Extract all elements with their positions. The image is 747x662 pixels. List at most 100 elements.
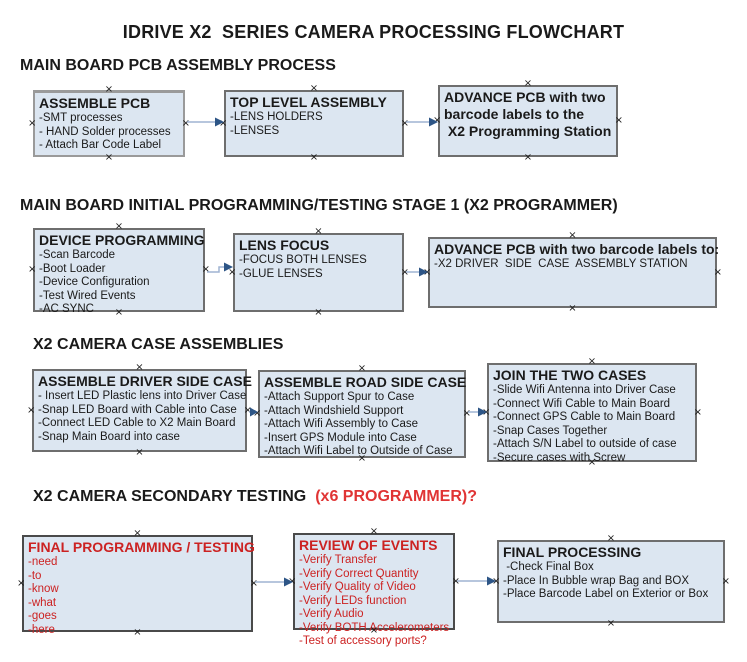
box-item: -Slide Wifi Antenna into Driver Case bbox=[493, 384, 676, 396]
connection-handle-icon bbox=[253, 409, 261, 419]
box-lens-focus[interactable]: LENS FOCUS -FOCUS BOTH LENSES -GLUE LENS… bbox=[233, 233, 404, 312]
box-title: ADVANCE PCB with two barcode labels to: bbox=[434, 241, 720, 257]
box-item: -Verify Correct Quantity bbox=[299, 567, 419, 580]
connection-handle-icon bbox=[607, 534, 615, 544]
box-final-programming-testing[interactable]: FINAL PROGRAMMING / TESTING -need -to -k… bbox=[22, 535, 255, 636]
connection-handle-icon bbox=[135, 363, 143, 373]
box-item: -to bbox=[28, 569, 42, 582]
box-item: -Place In Bubble wrap Bag and BOX bbox=[503, 574, 690, 587]
connection-handle-icon bbox=[17, 579, 25, 589]
connection-handle-icon bbox=[568, 231, 576, 241]
connection-handle-icon bbox=[133, 529, 141, 539]
box-item: -Snap Cases Together bbox=[493, 424, 608, 437]
box-item: -what bbox=[28, 596, 57, 609]
connection-handle-icon bbox=[694, 408, 702, 418]
box-top-level-assembly[interactable]: TOP LEVEL ASSEMBLY -LENS HOLDERS -LENSES bbox=[224, 90, 404, 157]
box-item: -FOCUS BOTH LENSES bbox=[239, 254, 367, 266]
box-item: -Place Barcode Label on Exterior or Box bbox=[503, 588, 709, 600]
box-item: -Verify BOTH Accelerometers bbox=[299, 621, 450, 634]
box-item: -GLUE LENSES bbox=[239, 267, 323, 280]
box-title: REVIEW OF EVENTS bbox=[299, 537, 438, 553]
box-assemble-driver-side-case[interactable]: ASSEMBLE DRIVER SIDE CASE - Insert LED P… bbox=[32, 369, 252, 452]
connection-handle-icon bbox=[588, 458, 596, 468]
section-heading-initial-programming: MAIN BOARD INITIAL PROGRAMMING/TESTING S… bbox=[20, 197, 618, 214]
connection-handle-icon bbox=[714, 268, 722, 278]
box-final-processing[interactable]: FINAL PROCESSING -Check Final Box -Place… bbox=[497, 540, 725, 623]
box-title: JOIN THE TWO CASES bbox=[493, 367, 647, 383]
connection-handle-icon bbox=[433, 116, 441, 126]
section-heading-red-part: (x6 PROGRAMMER)? bbox=[315, 488, 477, 505]
connection-handle-icon bbox=[370, 527, 378, 537]
box-item: -Secure cases with Screw bbox=[493, 451, 626, 464]
connection-handle-icon bbox=[463, 409, 471, 419]
box-item: -here bbox=[28, 623, 55, 636]
box-title: ASSEMBLE ROAD SIDE CASE bbox=[264, 374, 467, 390]
box-item: -Connect LED Cable to X2 Main Board bbox=[38, 417, 236, 429]
connection-handle-icon bbox=[492, 577, 500, 587]
section-heading-case-assemblies: X2 CAMERA CASE ASSEMBLIES bbox=[33, 336, 284, 353]
connection-handle-icon bbox=[105, 85, 113, 95]
connection-handle-icon bbox=[133, 628, 141, 638]
box-item: -Test Wired Events bbox=[39, 289, 136, 302]
box-item: -Attach Windshield Support bbox=[264, 404, 404, 417]
box-item: -Scan Barcode bbox=[39, 249, 116, 261]
box-item: -Test of accessory ports? bbox=[299, 635, 427, 647]
connection-handle-icon bbox=[607, 619, 615, 629]
box-advance-pcb-programming-station[interactable]: ADVANCE PCB with two barcode labels to t… bbox=[438, 85, 618, 157]
connection-handle-icon bbox=[524, 79, 532, 89]
page-title: IDRIVE X2 SERIES CAMERA PROCESSING FLOWC… bbox=[122, 22, 625, 42]
connection-handle-icon bbox=[370, 626, 378, 636]
box-item: - Attach Bar Code Label bbox=[39, 139, 162, 151]
box-item: -Attach Wifi Assembly to Case bbox=[264, 418, 419, 430]
box-title: ASSEMBLE PCB bbox=[39, 95, 151, 111]
box-title: LENS FOCUS bbox=[239, 237, 330, 253]
section-heading-pcb-assembly: MAIN BOARD PCB ASSEMBLY PROCESS bbox=[20, 57, 336, 74]
connection-handle-icon bbox=[135, 448, 143, 458]
arrow-right-icon[interactable] bbox=[457, 576, 496, 586]
box-item: -Check Final Box bbox=[503, 561, 594, 573]
box-item: -Attach S/N Label to outside of case bbox=[493, 438, 677, 450]
connection-handle-icon bbox=[482, 408, 490, 418]
box-item: -Snap Main Board into case bbox=[38, 430, 180, 443]
connection-handle-icon bbox=[27, 406, 35, 416]
box-item: -Verify Quality of Video bbox=[299, 581, 416, 593]
connection-handle-icon bbox=[202, 265, 210, 275]
connection-handle-icon bbox=[314, 227, 322, 237]
connection-handle-icon bbox=[310, 84, 318, 94]
box-assemble-pcb[interactable]: ASSEMBLE PCB -SMT processes - HAND Solde… bbox=[33, 90, 185, 157]
box-item: -Boot Loader bbox=[39, 262, 106, 275]
box-item: -know bbox=[28, 583, 59, 595]
box-item: -Connect GPS Cable to Main Board bbox=[493, 411, 676, 423]
box-item: -Attach Wifi Label to Outside of Case bbox=[264, 445, 453, 457]
box-title: FINAL PROCESSING bbox=[503, 544, 642, 560]
box-review-of-events[interactable]: REVIEW OF EVENTS -Verify Transfer -Verif… bbox=[293, 533, 455, 647]
connection-handle-icon bbox=[568, 304, 576, 314]
connection-handle-icon bbox=[452, 577, 460, 587]
box-item: -Connect Wifi Cable to Main Board bbox=[493, 397, 671, 410]
box-assemble-road-side-case[interactable]: ASSEMBLE ROAD SIDE CASE -Attach Support … bbox=[258, 370, 466, 458]
box-title: TOP LEVEL ASSEMBLY bbox=[230, 94, 387, 110]
box-item: -Verify Audio bbox=[299, 608, 364, 620]
connection-handle-icon bbox=[228, 268, 236, 278]
box-title: ADVANCE PCB with two barcode labels to t… bbox=[444, 89, 612, 139]
box-item: -SMT processes bbox=[39, 112, 123, 124]
box-item: -X2 DRIVER SIDE CASE ASSEMBLY STATION bbox=[434, 258, 688, 270]
box-advance-pcb-driver-side-station[interactable]: ADVANCE PCB with two barcode labels to: … bbox=[428, 237, 720, 308]
connection-handle-icon bbox=[615, 116, 623, 126]
connection-handle-icon bbox=[423, 268, 431, 278]
box-item: -AC SYNC bbox=[39, 303, 94, 315]
section-heading-secondary-testing: X2 CAMERA SECONDARY TESTING(x6 PROGRAMME… bbox=[33, 488, 477, 506]
connection-handle-icon bbox=[250, 579, 258, 589]
box-item: -Snap LED Board with Cable into Case bbox=[38, 403, 237, 416]
connection-handle-icon bbox=[310, 153, 318, 163]
connection-handle-icon bbox=[588, 357, 596, 367]
box-item: -LENSES bbox=[230, 124, 280, 137]
box-title: FINAL PROGRAMMING / TESTING bbox=[28, 539, 255, 555]
box-title: ASSEMBLE DRIVER SIDE CASE bbox=[38, 373, 252, 389]
connection-handle-icon bbox=[105, 153, 113, 163]
box-device-programming[interactable]: DEVICE PROGRAMMING -Scan Barcode -Boot L… bbox=[33, 228, 205, 315]
connection-handle-icon bbox=[401, 268, 409, 278]
box-join-the-two-cases[interactable]: JOIN THE TWO CASES -Slide Wifi Antenna i… bbox=[487, 363, 697, 464]
connection-handle-icon bbox=[115, 308, 123, 318]
box-item: -goes bbox=[28, 610, 57, 622]
